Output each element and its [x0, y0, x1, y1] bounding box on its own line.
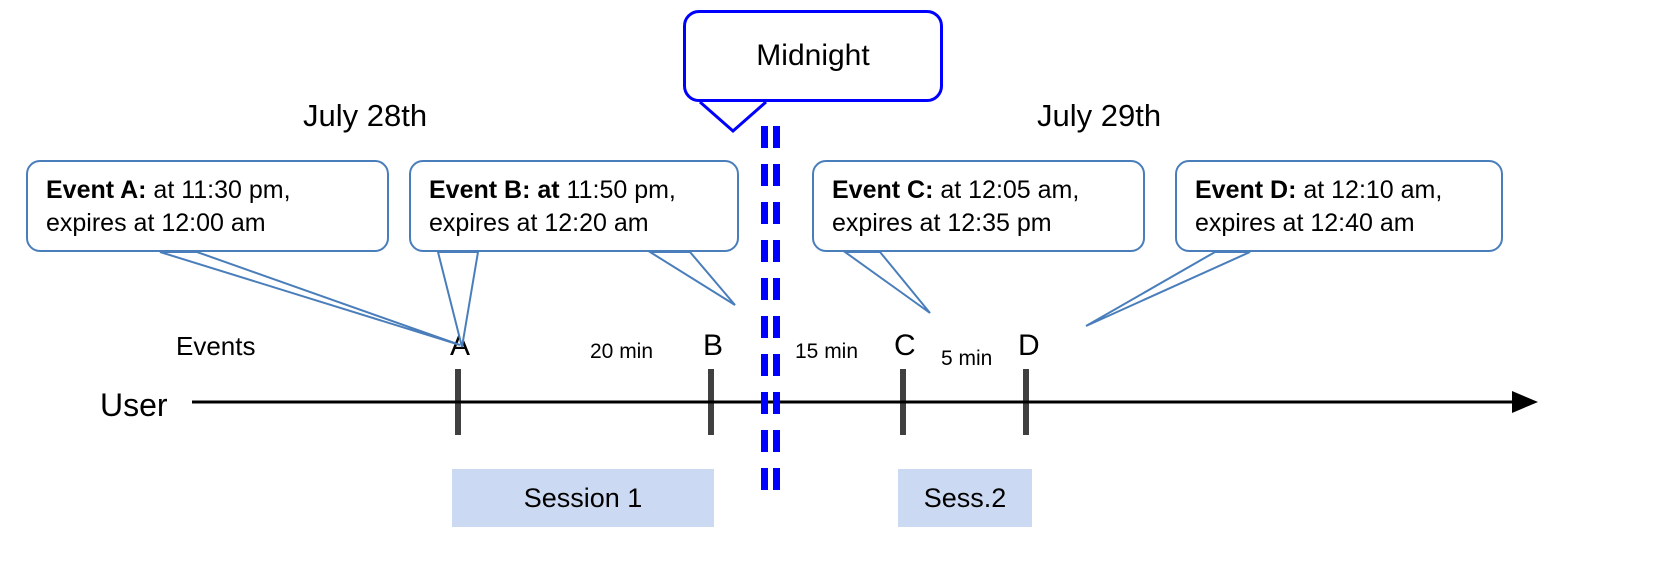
row-label-user: User: [100, 387, 168, 423]
midnight-callout-tail: [699, 100, 767, 133]
date-label-right: July 29th: [1037, 98, 1162, 133]
callout-event-d: Event D: at 12:10 am, expires at 12:40 a…: [1175, 160, 1503, 252]
session-box-1: Session 1: [452, 469, 714, 527]
row-label-events: Events: [176, 331, 256, 361]
callout-event-b-line2: expires at 12:20 am: [429, 209, 649, 237]
callout-event-c-rest: at 12:05 am,: [933, 176, 1080, 204]
callout-event-c-line1: Event C: at 12:05 am,: [832, 174, 1127, 207]
timeline-axis: [192, 391, 1538, 413]
tick-event-c: [900, 369, 906, 435]
callout-event-d-line1: Event D: at 12:10 am,: [1195, 174, 1485, 207]
callout-event-a: Event A: at 11:30 pm, expires at 12:00 a…: [26, 160, 389, 252]
midnight-label: Midnight: [756, 39, 870, 72]
gap-label-a-b: 20 min: [590, 340, 654, 363]
callout-event-b-rest: 11:50 pm,: [559, 176, 676, 204]
callout-event-d-line2: expires at 12:40 am: [1195, 209, 1415, 237]
midnight-callout: Midnight: [683, 10, 943, 102]
event-letter-a: A: [450, 329, 471, 362]
callout-event-c-line2: expires at 12:35 pm: [832, 209, 1052, 237]
callout-event-a-bold: Event A:: [46, 176, 147, 204]
callout-event-a-rest: at 11:30 pm,: [146, 176, 291, 204]
callout-event-c-bold: Event C:: [832, 176, 934, 204]
callout-event-b-line1: Event B: at 11:50 pm,: [429, 174, 721, 207]
event-letter-b: B: [703, 329, 724, 362]
callout-event-b: Event B: at 11:50 pm, expires at 12:20 a…: [409, 160, 739, 252]
tick-event-d: [1023, 369, 1029, 435]
callout-event-b-bold: Event B: at: [429, 176, 560, 204]
callout-event-d-rest: at 12:10 am,: [1296, 176, 1443, 204]
callout-event-b-leader: [646, 251, 736, 306]
date-label-left: July 28th: [303, 98, 428, 133]
tick-event-a: [455, 369, 461, 435]
callout-event-d-tail: [1085, 251, 1251, 327]
midnight-divider-line-left: [761, 126, 768, 506]
tick-event-b: [708, 369, 714, 435]
session-box-2: Sess.2: [898, 469, 1032, 527]
midnight-divider-line-right: [773, 126, 780, 506]
session-box-2-label: Sess.2: [923, 482, 1007, 513]
callout-event-c-tail: [841, 251, 931, 314]
callout-event-a-line1: Event A: at 11:30 pm,: [46, 174, 371, 207]
event-letter-d: D: [1018, 329, 1040, 362]
gap-label-b-c: 15 min: [795, 340, 859, 363]
session-box-1-label: Session 1: [523, 482, 643, 513]
callout-event-a-line2: expires at 12:00 am: [46, 209, 266, 237]
callout-event-d-bold: Event D:: [1195, 176, 1297, 204]
gap-label-c-d: 5 min: [941, 347, 993, 370]
callout-event-c: Event C: at 12:05 am, expires at 12:35 p…: [812, 160, 1145, 252]
event-letter-c: C: [894, 329, 916, 362]
